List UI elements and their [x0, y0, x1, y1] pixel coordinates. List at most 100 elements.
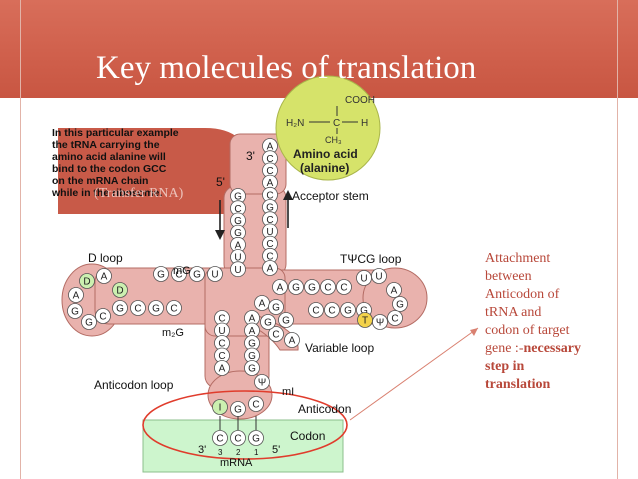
base-letter: G — [282, 316, 290, 327]
anticodon-stem-left-base: A — [214, 360, 230, 376]
acceptor-5prime-base: U — [230, 249, 246, 265]
d-loop-base: C — [95, 308, 111, 324]
m2g-label: m₂G — [162, 327, 184, 339]
d-loop-label: D loop — [88, 251, 123, 265]
base-letter: C — [266, 251, 273, 262]
base-letter: U — [375, 272, 382, 283]
mi-label: mI — [282, 386, 294, 398]
caption-line-4: tRNA and — [485, 305, 542, 320]
d-loop-base: A — [68, 287, 84, 303]
five-prime-label: 5' — [216, 175, 225, 189]
anticodon-base: C — [248, 396, 264, 412]
three-prime-label: 3' — [246, 149, 255, 163]
base-letter: G — [234, 228, 242, 239]
codon-base: G — [248, 430, 264, 446]
base-letter: U — [234, 253, 241, 264]
base-letter: C — [266, 166, 273, 177]
base-letter: G — [116, 304, 124, 315]
base-letter: C — [266, 154, 273, 165]
acceptor-3prime-base: C — [262, 235, 278, 252]
variable-loop-base: G — [268, 299, 284, 315]
tpsi-loop-base: G — [392, 296, 408, 312]
anticodon-label: Anticodon — [298, 402, 351, 416]
base-letter: G — [71, 307, 79, 318]
tpsi-arm-top-base: G — [288, 279, 304, 295]
trna-heading: tRNA — [68, 95, 111, 114]
acceptor-5prime-base: U — [230, 261, 246, 278]
d-loop-base: D — [112, 282, 128, 298]
note-line-3: amino acid alanine will — [52, 151, 166, 163]
base-letter: C — [218, 314, 225, 325]
base-letter: G — [85, 318, 93, 329]
anticodon-base: G — [230, 401, 246, 417]
note-line-1: In this particular example — [52, 127, 179, 139]
base-letter: A — [391, 286, 398, 297]
base-letter: G — [396, 300, 404, 311]
acceptor-3prime-base: A — [262, 260, 278, 276]
base-letter: U — [234, 265, 241, 276]
ch3-label: CH₃ — [325, 135, 342, 145]
base-letter: G — [266, 203, 274, 214]
variable-loop-base: A — [284, 332, 300, 348]
base-letter: D — [116, 286, 123, 297]
base-letter: A — [249, 314, 256, 325]
caption-line-5: codon of target — [485, 323, 570, 338]
base-letter: U — [218, 326, 225, 337]
d-loop-base: G — [81, 314, 97, 330]
caption-emphasis-3: translation — [485, 377, 551, 392]
base-letter: D — [83, 277, 90, 288]
base-letter: C — [216, 434, 223, 445]
carbon-label: C — [333, 118, 340, 129]
variable-loop-label: Variable loop — [305, 341, 374, 355]
mg-label: mG — [173, 265, 191, 277]
d-arm-top-base: G — [153, 266, 169, 282]
caption-block: Attachment between Anticodon of tRNA and… — [485, 250, 635, 394]
anticodon-stem-left-base: C — [214, 347, 230, 364]
mrna-three-prime-label: 3' — [198, 444, 206, 456]
base-letter: G — [292, 283, 300, 294]
down-arrow-icon — [215, 230, 225, 240]
up-arrow-icon — [283, 190, 293, 200]
right-border-line — [617, 0, 618, 479]
caption-emphasis-1: necessary — [523, 341, 582, 356]
base-letter: C — [266, 239, 273, 250]
base-letter: A — [267, 142, 274, 153]
base-letter: A — [289, 336, 296, 347]
caption-pointer-line — [349, 327, 479, 421]
note-line-4: bind to the codon GCC — [52, 163, 167, 175]
codon-base: C — [212, 430, 228, 446]
acceptor-stem-label: Acceptor stem — [292, 189, 369, 203]
h2n-label: H₂N — [286, 118, 304, 129]
codon-box — [142, 419, 344, 473]
anticodon-loop-label: Anticodon loop — [94, 378, 174, 392]
tpsi-arm-top-base: C — [336, 279, 352, 295]
d-arm-bottom-base: C — [130, 300, 146, 316]
transfer-rna-overlay: (Transfer RNA) — [94, 186, 184, 201]
base-letter: C — [252, 400, 259, 411]
caption-emphasis-2: step in — [485, 359, 525, 374]
codon-label: Codon — [290, 429, 325, 443]
base-letter: C — [266, 190, 273, 201]
note-bubble — [58, 128, 250, 214]
anticodon-base: I — [212, 399, 228, 415]
base-letter: G — [308, 283, 316, 294]
tpsi-loop-base: U — [371, 268, 387, 284]
base-letter: G — [248, 339, 256, 350]
base-letter: C — [218, 339, 225, 350]
base-letter: G — [157, 270, 165, 281]
hydrogen-label: H — [361, 118, 368, 129]
d-loop-base: D — [79, 273, 95, 289]
base-letter: A — [267, 178, 274, 189]
base-letter: U — [266, 227, 273, 238]
d-arm-bottom-base: G — [148, 300, 164, 316]
base-letter: A — [101, 272, 108, 283]
d-arm-top-base: U — [207, 266, 223, 282]
amino-acid-label: Amino acid — [293, 147, 358, 161]
base-letter: A — [235, 240, 242, 251]
tpsi-arm-top-base: C — [320, 279, 336, 295]
base-letter: C — [340, 283, 347, 294]
tpsi-arm-bottom-base: C — [324, 302, 340, 318]
base-letter: G — [234, 216, 242, 227]
